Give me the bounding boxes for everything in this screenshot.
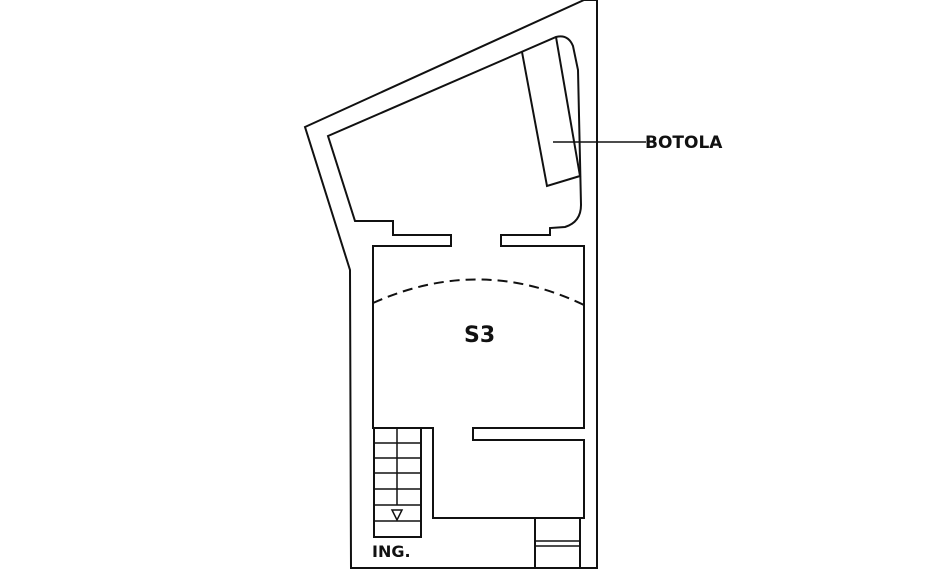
hatch-outline	[521, 36, 582, 188]
outer-wall	[303, 0, 598, 569]
vault-dashed-arc	[372, 278, 585, 306]
entrance-steps	[534, 518, 581, 568]
staircase	[373, 427, 422, 538]
room-label: S3	[464, 323, 495, 348]
hatch-label: BOTOLA	[645, 133, 723, 153]
upper-room-wall	[326, 35, 585, 519]
entrance-label: ING.	[372, 542, 411, 561]
stair-direction-arrow-icon	[390, 509, 404, 522]
